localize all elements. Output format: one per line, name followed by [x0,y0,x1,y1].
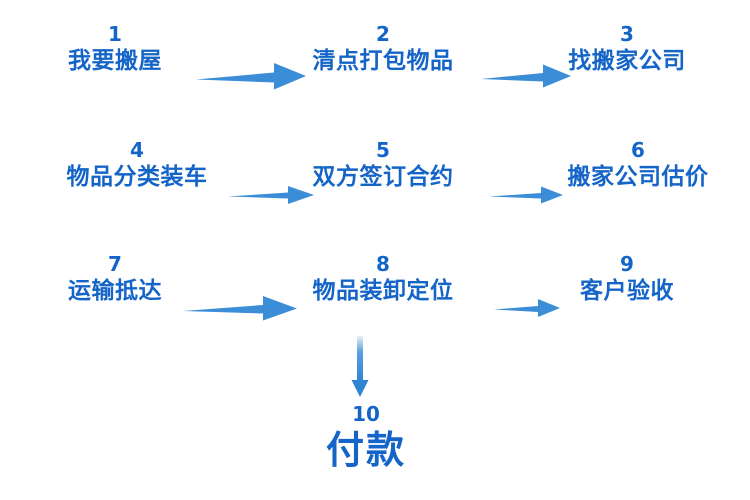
step-8: 8 物品装卸定位 [313,252,454,306]
step-7-number: 7 [108,252,122,276]
step-5: 5 双方签订合约 [313,138,454,192]
step-4-number: 4 [130,138,144,162]
step-5-number: 5 [376,138,390,162]
step-8-number: 8 [376,252,390,276]
step-5-label: 双方签订合约 [312,164,454,190]
arrow-step8-to-step9 [494,297,560,319]
step-9-number: 9 [620,252,634,276]
step-2-number: 2 [376,22,390,46]
step-6-number: 6 [631,138,645,162]
arrow-step2-to-step3 [481,61,571,91]
step-2-label: 清点打包物品 [312,48,454,74]
step-4: 4 物品分类装车 [67,138,208,192]
step-4-label: 物品分类装车 [66,164,208,190]
arrow-step5-to-step6 [489,185,563,205]
step-10-number: 10 [352,402,380,426]
step-9-label: 客户验收 [580,278,674,304]
step-3-label: 找搬家公司 [568,48,686,74]
step-3: 3 找搬家公司 [568,22,686,76]
step-8-label: 物品装卸定位 [312,278,454,304]
step-6-label: 搬家公司估价 [567,164,709,190]
step-1: 1 我要搬屋 [68,22,162,76]
arrow-step7-to-step8 [183,293,297,323]
step-7-label: 运输抵达 [68,278,162,304]
arrow-step1-to-step2 [196,59,306,93]
step-10: 10 付款 [326,402,406,474]
step-10-label: 付款 [325,428,407,472]
step-1-number: 1 [108,22,122,46]
arrow-step8-to-step10 [347,336,373,398]
step-1-label: 我要搬屋 [68,48,162,74]
arrow-step4-to-step5 [228,184,314,206]
step-2: 2 清点打包物品 [313,22,454,76]
step-6: 6 搬家公司估价 [568,138,709,192]
step-7: 7 运输抵达 [68,252,162,306]
step-9: 9 客户验收 [580,252,674,306]
step-3-number: 3 [620,22,634,46]
